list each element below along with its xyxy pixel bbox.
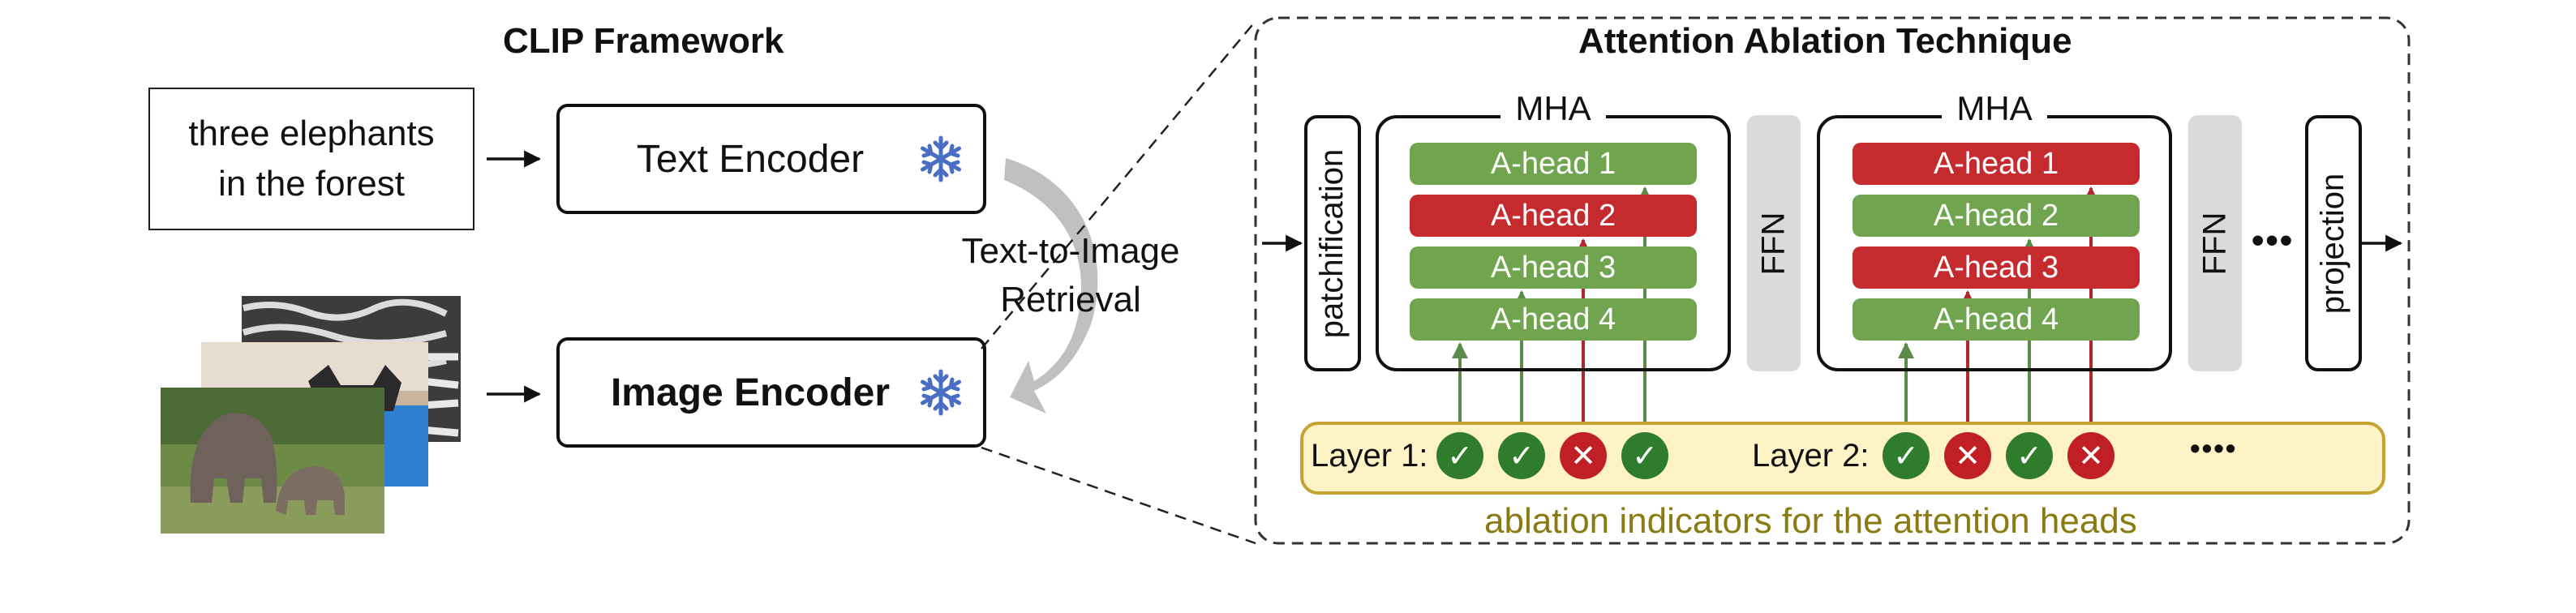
check-icon[interactable]: ✓ <box>1621 432 1668 479</box>
indicator-caption: ablation indicators for the attention he… <box>1484 501 2137 541</box>
mha-label-2: MHA <box>1942 89 2047 128</box>
snowflake-icon <box>921 135 961 182</box>
head-2-3: A-head 3 <box>1853 246 2140 289</box>
check-icon[interactable]: ✓ <box>1436 432 1483 479</box>
text-encoder-label: Text Encoder <box>636 137 865 181</box>
elephant-photo <box>161 388 384 534</box>
mha-label-1: MHA <box>1501 89 1606 128</box>
head-2-2: A-head 2 <box>1853 195 2140 237</box>
query-text-box: three elephants in the forest <box>148 88 474 230</box>
ffn-label-2: FFN <box>2196 212 2233 275</box>
retrieval-line-2: Retrieval <box>1000 280 1141 319</box>
projection-block: projection <box>2305 115 2362 371</box>
head-1-3: A-head 3 <box>1410 246 1697 289</box>
query-line-1: three elephants <box>188 114 435 153</box>
head-2-4: A-head 4 <box>1853 298 2140 341</box>
head-2-1: A-head 1 <box>1853 143 2140 185</box>
patchification-label: patchification <box>1314 148 1350 338</box>
head-1-2: A-head 2 <box>1410 195 1697 237</box>
zoom-line-bottom <box>981 446 1256 545</box>
retrieval-line-1: Text-to-Image <box>961 231 1180 271</box>
zoom-line-top <box>981 20 1256 349</box>
cross-icon[interactable]: ✕ <box>1944 432 1991 479</box>
head-1-1: A-head 1 <box>1410 143 1697 185</box>
text-encoder: Text Encoder <box>556 104 986 214</box>
ffn-label-1: FFN <box>1755 212 1792 275</box>
check-icon[interactable]: ✓ <box>2006 432 2053 479</box>
retrieval-label: Text-to-Image Retrieval <box>949 227 1192 324</box>
patchification-block: patchification <box>1304 115 1361 371</box>
clip-title: CLIP Framework <box>503 21 784 61</box>
ffn-block-1: FFN <box>1747 115 1801 371</box>
block-ellipsis: ••• <box>2252 221 2295 260</box>
image-encoder-label: Image Encoder <box>610 371 891 414</box>
projection-label: projection <box>2315 173 2351 314</box>
ablation-title: Attention Ablation Technique <box>1578 21 2072 61</box>
head-1-4: A-head 4 <box>1410 298 1697 341</box>
layer-2-label: Layer 2: <box>1752 438 1870 474</box>
layers-ellipsis: •••• <box>2190 431 2238 465</box>
ablation-frame <box>1254 16 2411 545</box>
image-stack <box>161 296 461 534</box>
image-encoder: Image Encoder <box>556 337 986 448</box>
cross-icon[interactable]: ✕ <box>2067 432 2114 479</box>
cross-icon[interactable]: ✕ <box>1560 432 1607 479</box>
query-line-2: in the forest <box>218 164 405 204</box>
retrieval-arrow <box>1004 158 1098 414</box>
ffn-block-2: FFN <box>2188 115 2242 371</box>
snowflake-icon <box>921 369 961 416</box>
check-icon[interactable]: ✓ <box>1498 432 1545 479</box>
check-icon[interactable]: ✓ <box>1883 432 1930 479</box>
layer-1-label: Layer 1: <box>1311 438 1428 474</box>
